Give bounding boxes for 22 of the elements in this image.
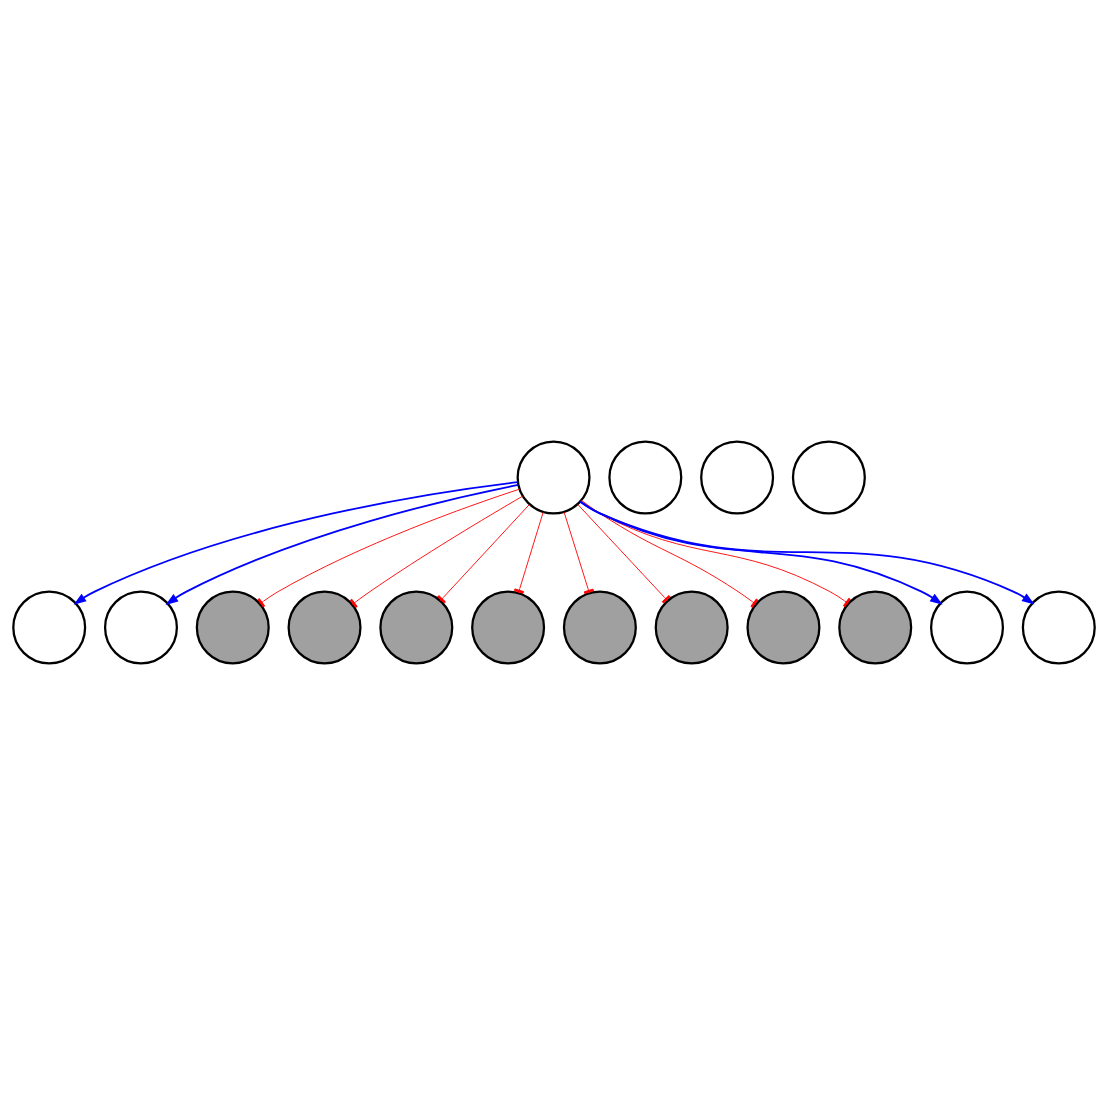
connector [437,504,530,604]
connector [563,511,594,595]
connector [349,495,524,608]
node-circle [791,440,866,515]
connector [257,488,521,608]
node-circle [654,590,729,665]
node-circle [195,590,270,665]
node-circle [379,590,454,665]
connector [580,500,851,608]
node-circle [700,440,775,515]
node-circle [746,590,821,665]
arrow [165,484,520,605]
connector [580,499,759,608]
connector [513,511,544,594]
node-circle [516,440,591,515]
arrow [73,481,519,605]
node-circle [608,440,683,515]
arrow [579,500,1035,605]
connector [577,503,671,604]
node-circle [287,590,362,665]
arrow [579,500,943,605]
node-circle [838,590,913,665]
